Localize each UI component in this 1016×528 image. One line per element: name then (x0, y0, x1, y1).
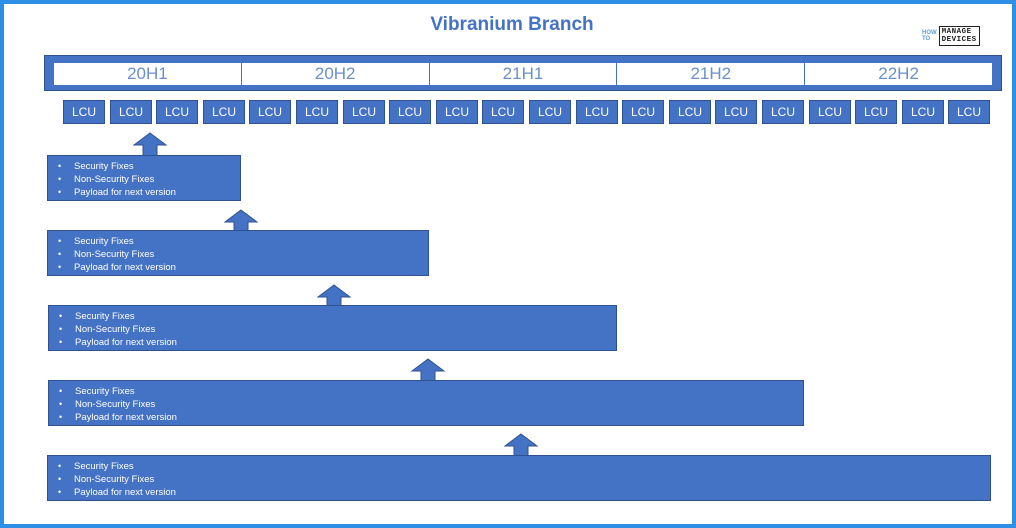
lcu-box: LCU (622, 100, 664, 124)
lcu-box: LCU (948, 100, 990, 124)
logo-to: TO (922, 36, 931, 42)
up-arrow (133, 132, 167, 158)
payload-item: Security Fixes (59, 310, 616, 323)
lcu-box: LCU (296, 100, 338, 124)
payload-item: Security Fixes (59, 385, 803, 398)
payload-box-20h1: Security Fixes Non-Security Fixes Payloa… (47, 155, 241, 201)
up-arrow (411, 358, 445, 384)
payload-list: Security Fixes Non-Security Fixes Payloa… (59, 310, 616, 349)
payload-item: Payload for next version (59, 336, 616, 349)
lcu-box: LCU (902, 100, 944, 124)
lcu-box: LCU (156, 100, 198, 124)
diagram-title: Vibranium Branch (430, 14, 594, 35)
release-20h2: 20H2 (242, 63, 430, 85)
release-row: 20H1 20H2 21H1 21H2 22H2 (54, 63, 992, 85)
lcu-box: LCU (809, 100, 851, 124)
lcu-box: LCU (249, 100, 291, 124)
lcu-box: LCU (855, 100, 897, 124)
lcu-box: LCU (669, 100, 711, 124)
release-20h1: 20H1 (54, 63, 242, 85)
logo-box: MANAGE DEVICES (938, 26, 980, 46)
logo-how: HOW (922, 30, 937, 36)
payload-box-21h2: Security Fixes Non-Security Fixes Payloa… (48, 380, 804, 426)
logo-manage: MANAGE (941, 28, 972, 36)
lcu-box: LCU (482, 100, 524, 124)
payload-box-21h1: Security Fixes Non-Security Fixes Payloa… (48, 305, 617, 351)
lcu-box: LCU (762, 100, 804, 124)
payload-item: Security Fixes (58, 235, 428, 248)
payload-item: Payload for next version (59, 411, 803, 424)
lcu-box: LCU (529, 100, 571, 124)
payload-item: Payload for next version (58, 261, 428, 274)
lcu-box: LCU (576, 100, 618, 124)
payload-item: Non-Security Fixes (59, 323, 616, 336)
lcu-box: LCU (63, 100, 105, 124)
lcu-box: LCU (110, 100, 152, 124)
payload-item: Non-Security Fixes (58, 473, 990, 486)
lcu-box: LCU (343, 100, 385, 124)
logo-devices: DEVICES (941, 36, 977, 44)
payload-item: Payload for next version (58, 186, 240, 199)
lcu-box: LCU (389, 100, 431, 124)
payload-item: Non-Security Fixes (58, 248, 428, 261)
payload-box-22h2: Security Fixes Non-Security Fixes Payloa… (47, 455, 991, 501)
payload-item: Non-Security Fixes (58, 173, 240, 186)
payload-item: Security Fixes (58, 460, 990, 473)
payload-list: Security Fixes Non-Security Fixes Payloa… (58, 460, 990, 499)
brand-logo: HOW TO MANAGE DEVICES (922, 26, 980, 46)
release-22h2: 22H2 (878, 64, 919, 83)
up-arrow (504, 433, 538, 459)
release-21h2: 21H2 (617, 63, 806, 85)
payload-list: Security Fixes Non-Security Fixes Payloa… (58, 160, 240, 199)
release-21h1: 21H1 (430, 63, 618, 85)
payload-box-20h2: Security Fixes Non-Security Fixes Payloa… (47, 230, 429, 276)
payload-item: Security Fixes (58, 160, 240, 173)
payload-list: Security Fixes Non-Security Fixes Payloa… (59, 385, 803, 424)
lcu-box: LCU (436, 100, 478, 124)
lcu-box: LCU (715, 100, 757, 124)
logo-small-text: HOW TO (922, 30, 937, 42)
payload-item: Non-Security Fixes (59, 398, 803, 411)
payload-list: Security Fixes Non-Security Fixes Payloa… (58, 235, 428, 274)
lcu-box: LCU (203, 100, 245, 124)
release-bar: 20H1 20H2 21H1 21H2 22H2 (44, 55, 1002, 91)
payload-item: Payload for next version (58, 486, 990, 499)
